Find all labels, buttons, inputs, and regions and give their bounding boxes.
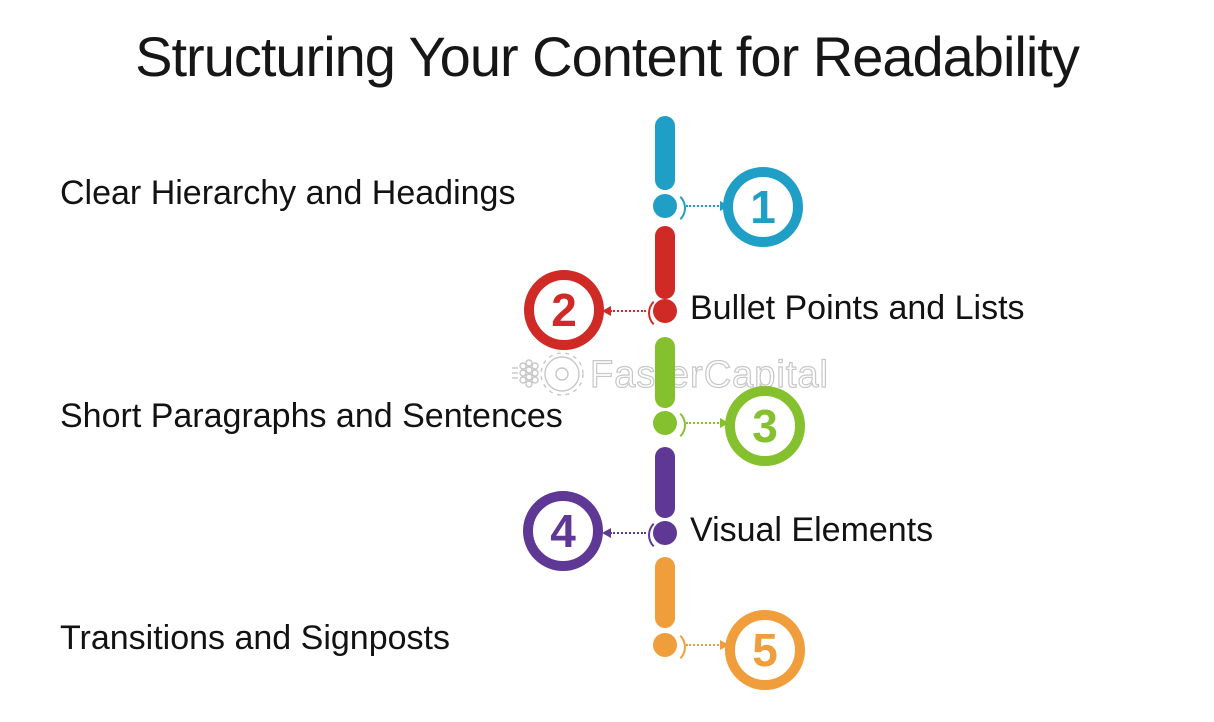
step-number-badge: 5 [725,610,805,690]
step-label: Clear Hierarchy and Headings [60,174,516,212]
arrowhead-icon [602,528,611,538]
page-title: Structuring Your Content for Readability [135,25,1080,88]
step-number: 3 [752,400,778,452]
timeline-bar [655,337,675,408]
step-label: Visual Elements [690,511,934,549]
step-number: 4 [550,505,576,557]
step-label: Short Paragraphs and Sentences [60,397,563,435]
dotted-connector [686,422,722,424]
dot-arc [648,296,682,330]
step-number: 5 [752,624,778,676]
dotted-connector [610,310,646,312]
step-number-badge: 4 [523,491,603,571]
dot-arc [652,191,686,225]
arrowhead-icon [720,418,729,428]
arrowhead-icon [602,306,611,316]
dotted-connector [686,644,722,646]
timeline-bar [655,447,675,518]
step-label: Bullet Points and Lists [690,289,1025,327]
gear-icon [512,352,584,396]
dotted-connector [610,532,646,534]
step-number-badge: 1 [723,167,803,247]
watermark-text: FasterCapital [589,353,829,396]
step-number-badge: 2 [524,270,604,350]
step-number: 2 [551,284,577,336]
step-label: Transitions and Signposts [60,619,450,657]
timeline-bar [655,116,675,190]
dot-arc [652,408,686,442]
timeline-bar [655,226,675,299]
step-number-badge: 3 [725,386,805,466]
timeline-bar [655,557,675,628]
dot-arc [652,630,686,664]
dotted-connector [686,205,722,207]
arrowhead-icon [720,640,729,650]
dot-arc [648,518,682,552]
step-number: 1 [750,181,776,233]
watermark: FasterCapital [510,348,829,402]
